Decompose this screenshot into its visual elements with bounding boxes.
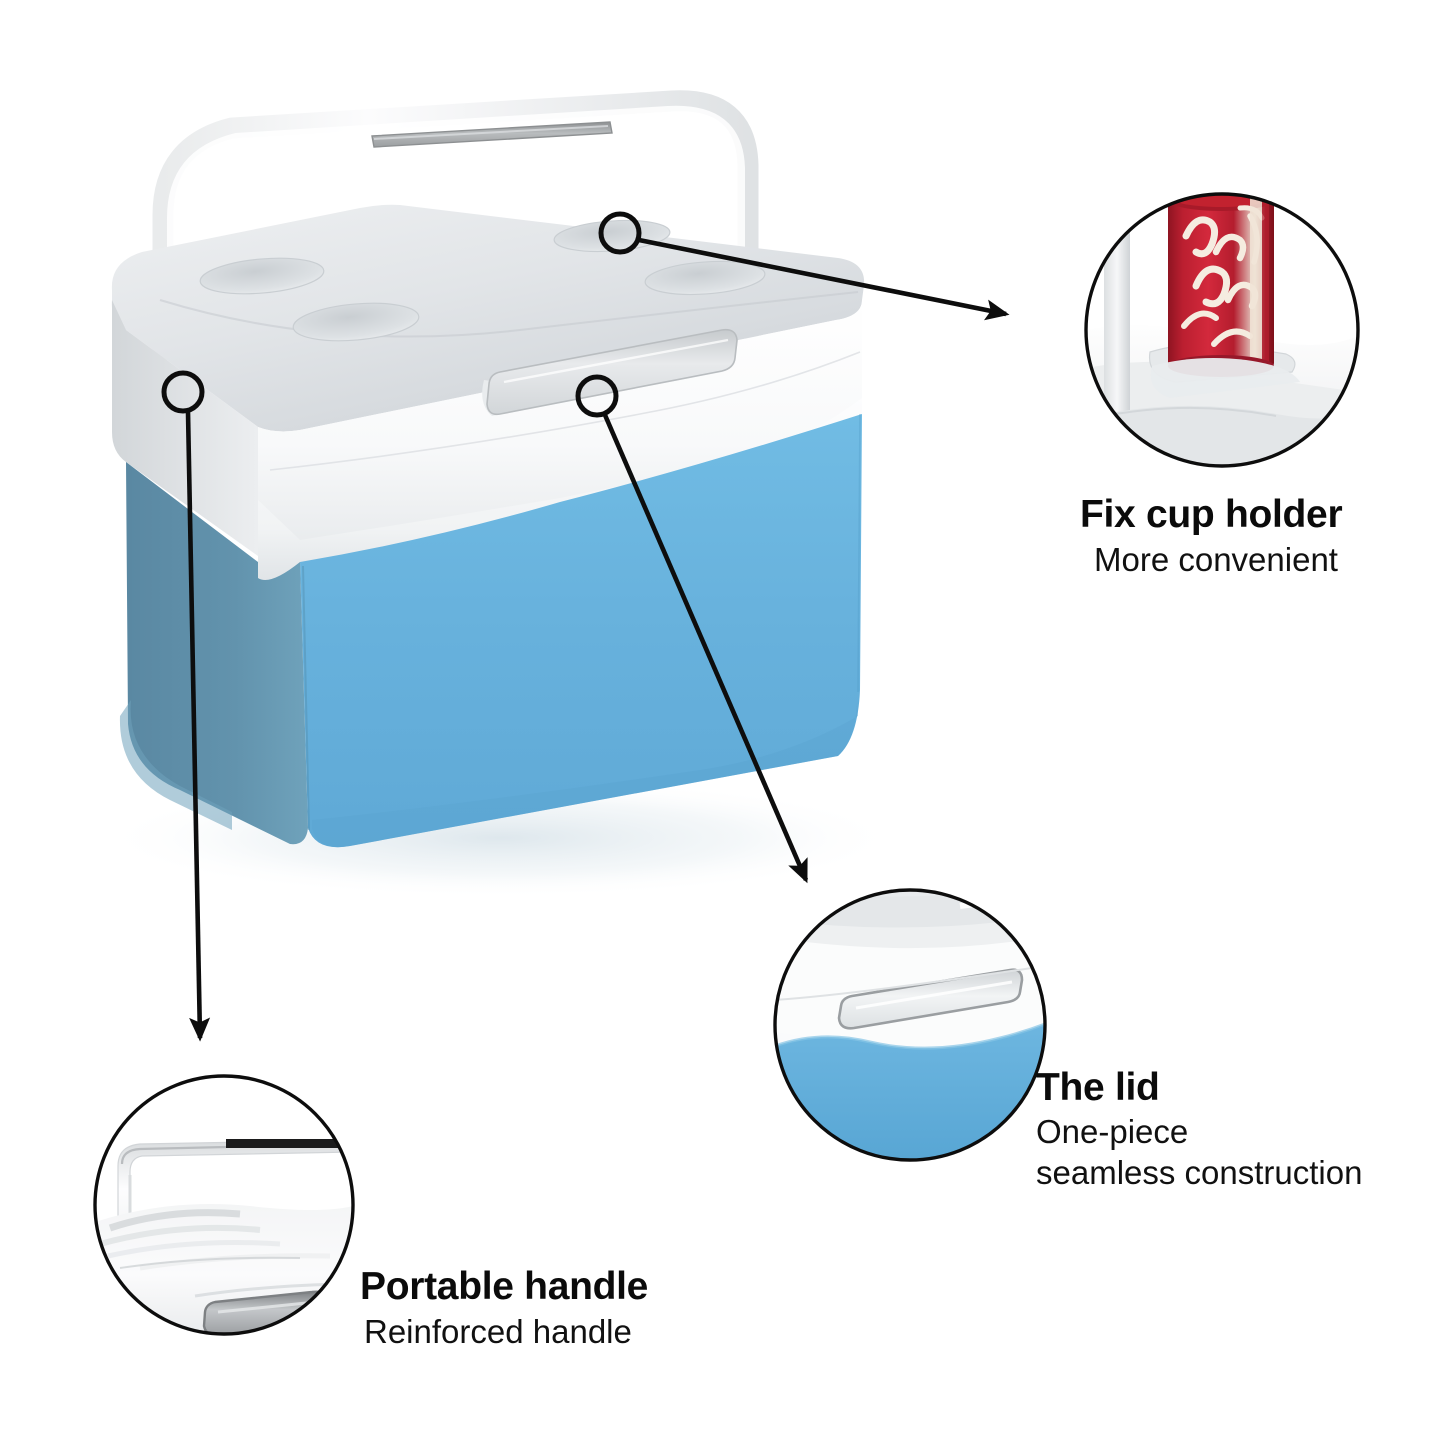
callout-label-lid: The lid One-piece seamless construction: [1036, 1065, 1362, 1193]
portable-handle-title: Portable handle: [360, 1265, 649, 1308]
lid-subtitle-line-2: seamless construction: [1036, 1154, 1363, 1191]
coca-cola-can: [1168, 194, 1274, 377]
product-floor-shadow: [100, 778, 900, 898]
handle-detail-side-grip: [202, 1290, 328, 1334]
callout-leader-handle: [161, 370, 211, 1042]
callout-label-cup-holder: Fix cup holder More convenient: [1080, 492, 1343, 582]
body-front-face: [300, 432, 862, 840]
callout-leader-cup-holder: [598, 211, 1010, 321]
handle-grip-insert: [371, 121, 613, 148]
callout-leader-lid: [575, 374, 809, 884]
cup-holder-title: Fix cup holder: [1080, 493, 1343, 536]
handle-hinge-left: [165, 367, 187, 477]
lid-front-face: [258, 300, 862, 563]
callout-arrow-handle: [185, 411, 211, 1042]
body-front: [300, 414, 862, 848]
detail-circle-outline-lid: [773, 888, 1047, 1162]
cup-detail-handle-post: [1104, 194, 1130, 434]
callout-label-portable-handle: Portable handle Reinforced handle: [360, 1264, 648, 1354]
handle-detail-grip-strip: [226, 1139, 353, 1148]
lid-side-grip: [482, 328, 738, 416]
coca-cola-logo: [1181, 205, 1265, 347]
body-left-face: [126, 462, 308, 845]
cup-recess-1: [199, 257, 325, 295]
cup-recess-4: [644, 260, 766, 296]
carry-handle: [152, 90, 759, 477]
lid-title: The lid: [1036, 1066, 1160, 1109]
lid-rim: [258, 524, 300, 563]
detail-circle-outline-cup: [1084, 192, 1360, 468]
callout-arrow-cup-holder: [638, 237, 1010, 321]
cup-recess-3: [553, 219, 671, 253]
lid-top-surface: [111, 204, 865, 432]
callout-marker-handle: [161, 370, 205, 414]
callout-arrow-lid: [602, 414, 809, 884]
cup-holder-recesses: [199, 219, 766, 342]
lid-bottom-rim: [258, 398, 862, 586]
callout-marker-lid: [575, 374, 619, 418]
portable-handle-subtitle: Reinforced handle: [364, 1313, 632, 1350]
cup-holder-subtitle: More convenient: [1094, 541, 1338, 578]
cup-recess-2: [292, 302, 420, 342]
cooler-lid: [111, 204, 865, 586]
detail-circle-outline-handle: [93, 1074, 355, 1336]
callout-marker-cup-holder: [598, 211, 642, 255]
handle-detail-bar: [117, 1139, 353, 1263]
lid-left-face: [112, 300, 258, 556]
cooler-body: [119, 413, 862, 848]
lid-detail-grip: [837, 968, 1024, 1030]
side-grip-inset: [486, 328, 738, 416]
lid-subtitle-line-1: One-piece: [1036, 1113, 1189, 1150]
